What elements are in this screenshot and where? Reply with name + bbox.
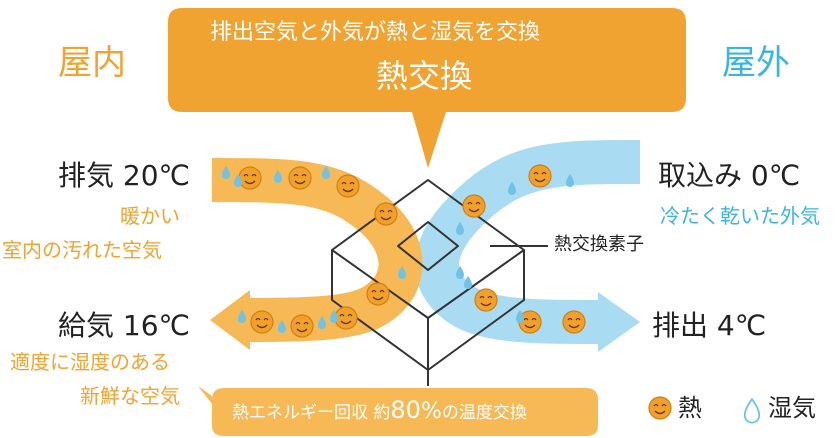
- indoor-label: 屋内: [58, 43, 126, 83]
- legend-moisture-label: 湿気: [768, 394, 816, 422]
- exhaust-in-desc1: 暖かい: [120, 204, 180, 228]
- recovery-suffix: の温度交換: [441, 403, 527, 423]
- recovery-bubble: [198, 386, 598, 436]
- supply-title: 給気 16℃: [58, 309, 190, 342]
- supply-desc2: 新鮮な空気: [80, 384, 180, 408]
- water-drop-icon: [743, 397, 761, 424]
- header-line1: 排出空気と外気が熱と湿気を交換: [210, 20, 541, 45]
- smiley-heat-icon: [648, 396, 672, 420]
- intake-title: 取込み 0℃: [658, 159, 801, 192]
- exhaust-in-title: 排気 20℃: [58, 159, 190, 192]
- exhaust-in-desc2: 室内の汚れた空気: [2, 238, 162, 262]
- recovery-text: 熱エネルギー回収 約80%の温度交換: [232, 398, 527, 423]
- cool-air-arrowhead: [598, 292, 640, 352]
- element-label: 熱交換素子: [554, 234, 644, 255]
- heat-exchange-element: [331, 179, 548, 386]
- recovery-prefix: 熱エネルギー回収 約: [232, 403, 391, 423]
- intake-desc: 冷たく乾いた外気: [660, 204, 820, 228]
- recovery-unit: %: [420, 399, 442, 424]
- legend-heat-label: 熱: [678, 394, 702, 422]
- cool-air-band-right: [628, 140, 640, 184]
- warm-air-arrowhead: [210, 290, 250, 350]
- exhaust-out-title: 排出 4℃: [652, 309, 767, 342]
- recovery-value: 80: [390, 396, 421, 424]
- header-bubble: [168, 8, 686, 168]
- supply-desc1: 適度に湿度のある: [10, 350, 170, 374]
- header-title: 熱交換: [376, 57, 473, 95]
- outdoor-label: 屋外: [722, 43, 790, 83]
